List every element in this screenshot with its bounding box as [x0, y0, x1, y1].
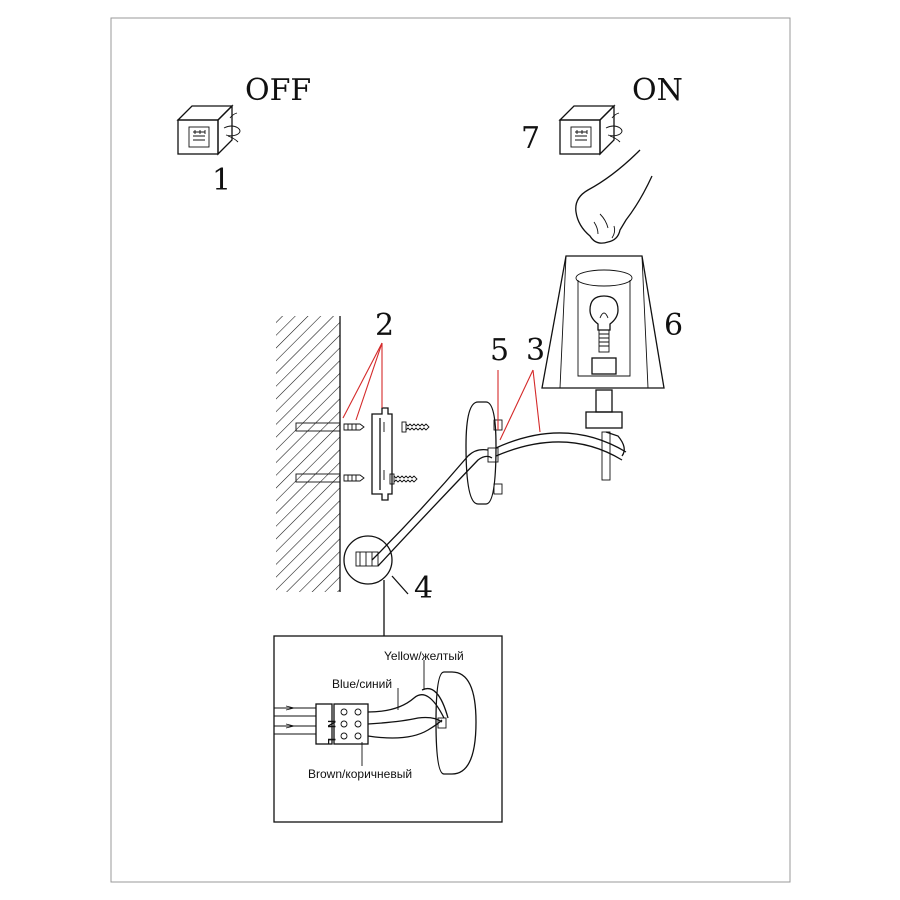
wiring-detail-box: [273, 635, 503, 823]
page-frame: [110, 17, 791, 883]
screw-icon: [401, 421, 430, 433]
step-6-number: 6: [664, 308, 683, 343]
canopy-plate: [465, 401, 503, 505]
supply-wires: [371, 448, 493, 567]
junction-detail-circle: [343, 535, 409, 636]
lamp-arm: [495, 431, 627, 481]
switch-off-label: OFF: [245, 73, 311, 108]
terminal-n-label: N: [325, 720, 337, 728]
terminal-block: [315, 703, 369, 745]
switch-on-label: ON: [632, 73, 683, 108]
wall-holes: [295, 422, 341, 483]
lamp-shade: [541, 255, 665, 389]
mounting-bracket: [371, 407, 393, 501]
hand-icon: [605, 112, 623, 143]
wall-hatch: [276, 316, 340, 592]
step-4-number: 4: [414, 571, 433, 606]
step-7-number: 7: [521, 121, 540, 156]
step-2-number: 2: [375, 308, 394, 343]
light-bulb-icon: [589, 295, 619, 353]
lamp-holder: [585, 357, 623, 429]
step-3-number: 3: [526, 333, 545, 368]
wall-plug-icon: [343, 423, 365, 431]
step-1-number: 1: [212, 163, 231, 198]
step-2-pointers: [342, 342, 383, 421]
hand-icon: [575, 149, 653, 244]
screw-icon: [389, 473, 418, 485]
step-3-pointers: [499, 369, 541, 441]
yellow-wire-label: Yellow/желтый: [384, 649, 464, 663]
wall-switch-icon: [558, 104, 616, 156]
blue-wire-label: Blue/синий: [332, 677, 392, 691]
step-5-number: 5: [490, 333, 509, 368]
brown-wire-label: Brown/коричневый: [308, 767, 412, 781]
wall-switch-icon: [176, 104, 234, 156]
supply-cable: [274, 705, 316, 735]
wall-plug-icon: [343, 474, 365, 482]
hand-icon: [223, 112, 241, 143]
wire-label-leaders: [361, 660, 425, 766]
inset-canopy: [435, 671, 477, 775]
terminal-l-label: L: [325, 738, 337, 745]
